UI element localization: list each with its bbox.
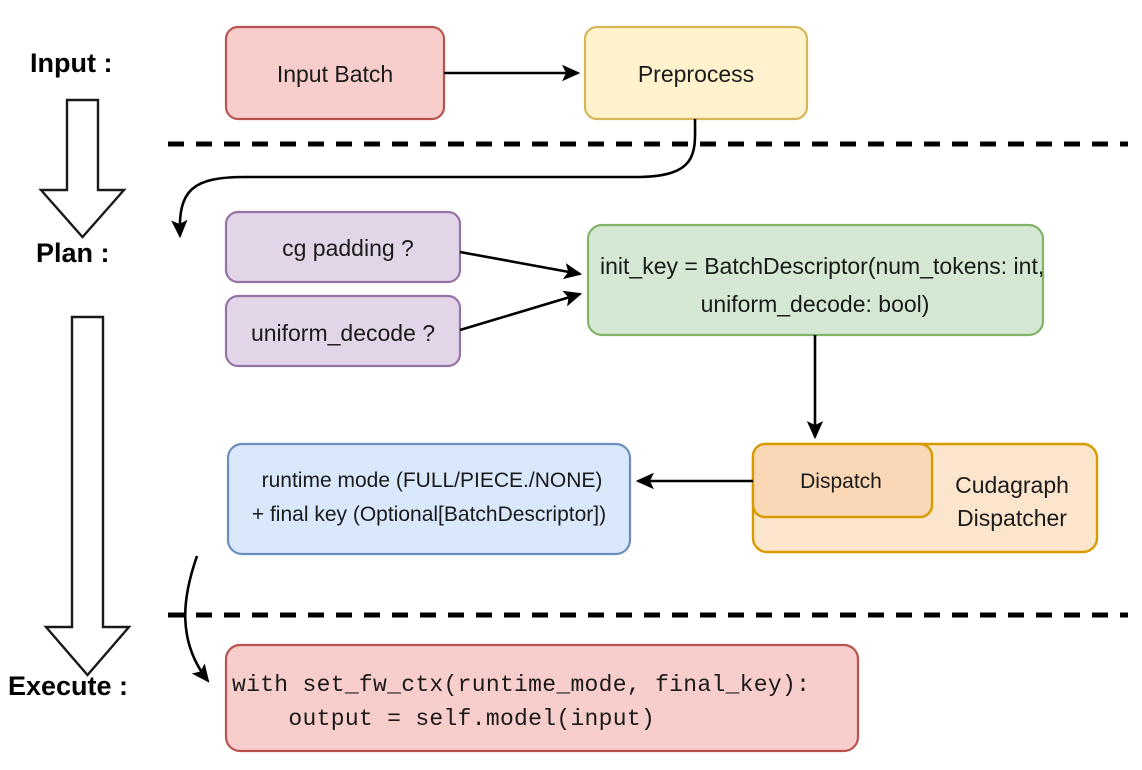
node-execute-code-shape <box>224 643 860 753</box>
node-init-key-shape <box>586 223 1045 337</box>
node-input-batch[interactable]: Input Batch <box>224 25 446 121</box>
edge-cg-padding-to-init-key <box>459 250 583 280</box>
node-uniform-decode[interactable]: uniform_decode ? <box>224 294 462 368</box>
node-cudagraph-dispatcher-label-line1: Cudagraph <box>955 472 1069 498</box>
node-uniform-decode-shape <box>224 294 462 368</box>
edge-uniform-decode-to-init-key <box>459 290 583 332</box>
node-init-key[interactable]: init_key = BatchDescriptor(num_tokens: i… <box>586 223 1045 337</box>
node-runtime-mode[interactable]: runtime mode (FULL/PIECE./NONE) + final … <box>226 442 632 556</box>
stage-label-execute: Execute : <box>8 671 128 701</box>
stage-flow-arrow-plan-to-execute <box>43 315 132 677</box>
node-preprocess[interactable]: Preprocess <box>583 25 809 121</box>
node-input-batch-label: Input Batch <box>277 61 393 87</box>
node-dispatch[interactable]: Dispatch <box>751 442 934 519</box>
node-cg-padding-label: cg padding ? <box>282 235 414 261</box>
node-runtime-mode-line2: + final key (Optional[BatchDescriptor]) <box>252 503 606 526</box>
edge-preprocess-to-cg-padding <box>171 118 697 239</box>
stage-flow-arrow-input-to-plan <box>38 98 127 239</box>
node-preprocess-label: Preprocess <box>638 61 754 87</box>
node-cg-padding[interactable]: cg padding ? <box>224 210 462 284</box>
node-execute-code-line1: with set_fw_ctx(runtime_mode, final_key)… <box>232 672 810 698</box>
node-uniform-decode-label: uniform_decode ? <box>251 320 435 346</box>
node-init-key-line1: init_key = BatchDescriptor(num_tokens: i… <box>600 253 1044 279</box>
node-cg-padding-shape <box>224 210 462 284</box>
node-runtime-mode-line1: runtime mode (FULL/PIECE./NONE) <box>262 469 603 492</box>
node-runtime-mode-shape <box>226 442 632 556</box>
stage-label-input: Input : <box>30 48 112 78</box>
node-execute-code[interactable]: with set_fw_ctx(runtime_mode, final_key)… <box>224 643 860 753</box>
stage-label-plan: Plan : <box>36 238 110 268</box>
node-cudagraph-dispatcher-label-line2: Dispatcher <box>957 505 1067 531</box>
edge-runtime-mode-to-execute-code <box>183 555 210 683</box>
node-dispatch-label: Dispatch <box>800 470 882 493</box>
node-init-key-line2: uniform_decode: bool) <box>701 291 930 317</box>
node-execute-code-line2: output = self.model(input) <box>232 706 655 732</box>
